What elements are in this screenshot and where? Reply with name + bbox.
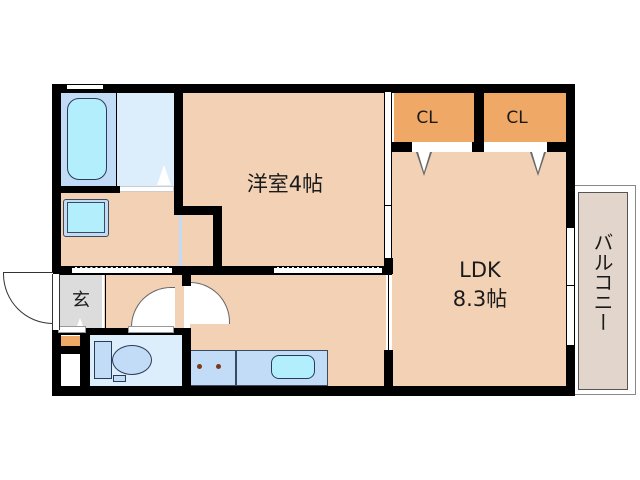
entrance-label: 玄	[72, 290, 90, 311]
toilet-paper	[113, 375, 126, 382]
wall-hall-ldk-stub	[384, 350, 393, 386]
balcony-label: バルコニー	[590, 232, 614, 332]
wall-top	[52, 84, 574, 93]
wall-western-ldk-stub	[384, 258, 393, 274]
closet-1	[394, 92, 474, 142]
toilet-bowl	[112, 345, 152, 375]
wall-bottom	[52, 386, 574, 396]
closet-2	[484, 92, 566, 142]
wall-storage-right	[80, 334, 90, 390]
washroom-sliding-door[interactable]	[72, 267, 172, 273]
ldk-label-line1: LDK	[459, 258, 501, 282]
sliding-door-handle	[384, 205, 392, 206]
wall-closet-divider	[474, 84, 484, 152]
entrance-step	[58, 326, 86, 333]
closet-2-label: CL	[506, 108, 528, 128]
stove-burner-1	[197, 364, 202, 369]
balcony-window[interactable]	[566, 228, 575, 345]
wall-left-upper	[52, 84, 61, 274]
wall-closet-bottom-right	[547, 142, 569, 152]
closet-2-marker-fill	[532, 152, 544, 172]
wall-mid-horizontal	[52, 266, 392, 275]
wall-entrance-bottom	[52, 328, 188, 335]
bathroom-door-marker-outline	[156, 164, 172, 186]
toilet-door-frame	[128, 326, 174, 333]
wall-right-lower	[566, 345, 575, 396]
wall-hall-left	[182, 274, 191, 286]
western-room-label: 洋室4帖	[246, 172, 324, 196]
ldk-label-line2: 8.3帖	[452, 287, 508, 311]
wall-nook-right	[213, 206, 222, 270]
bathroom-divider	[116, 92, 117, 188]
wall-bath-bottom	[60, 186, 120, 193]
window-bathroom[interactable]	[67, 84, 103, 90]
western-ldk-sliding-door[interactable]	[384, 92, 392, 258]
wall-closet-bottom-mid	[472, 142, 484, 152]
front-door[interactable]	[3, 272, 53, 324]
balcony	[578, 192, 628, 390]
front-door-leaf	[3, 272, 53, 273]
wall-right-upper	[566, 84, 575, 228]
western-room-sliding-door[interactable]	[274, 267, 382, 273]
closet-1-marker-fill	[418, 152, 430, 172]
stove-burner-2	[216, 364, 221, 369]
balcony-window-handle	[566, 285, 575, 286]
storage-white	[60, 354, 80, 384]
wall-storage-mid	[60, 346, 82, 354]
toilet-tank	[94, 341, 112, 379]
sink	[271, 355, 315, 379]
closet-2-door[interactable]	[483, 145, 547, 152]
wall-hall-ldk	[388, 266, 389, 386]
shoe-cabinet-marker-icon	[77, 318, 83, 326]
bathtub-basin	[67, 98, 107, 180]
closet-1-door[interactable]	[412, 145, 474, 152]
front-door-frame	[52, 274, 60, 330]
wall-bath-western	[174, 84, 183, 214]
wall-toilet-right	[182, 328, 191, 390]
closet-1-label: CL	[416, 108, 438, 128]
wall-nook-top	[174, 206, 218, 215]
wall-closet-bottom-left	[392, 142, 412, 152]
wall-left-lower	[52, 330, 61, 396]
storage-orange	[60, 336, 80, 346]
washing-machine-drum	[67, 202, 105, 233]
ldk	[392, 152, 568, 386]
bathroom-door-marker-icon	[157, 165, 171, 185]
wall-entrance-hall-divider	[105, 274, 106, 328]
